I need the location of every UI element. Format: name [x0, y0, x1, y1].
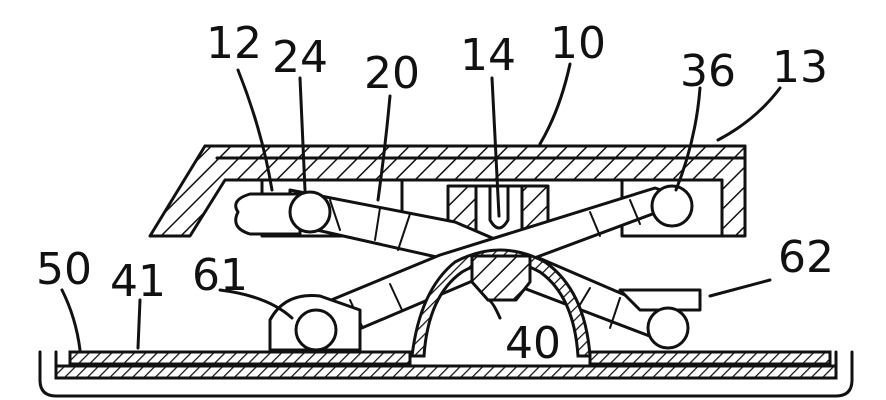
reference-numerals: 12 24 20 14 10 36 13 62 50 41 61 40 — [36, 18, 834, 369]
label-13: 13 — [772, 42, 828, 93]
pivot-pins — [234, 184, 702, 352]
label-36: 36 — [680, 46, 736, 97]
dome-contact-plunger — [470, 254, 532, 302]
label-41: 41 — [110, 256, 166, 307]
leader-lines — [60, 62, 782, 352]
label-20: 20 — [364, 48, 420, 99]
pivot-24 — [288, 190, 332, 234]
pivot-62 — [646, 306, 690, 350]
label-10: 10 — [550, 18, 606, 69]
membrane-41-left — [68, 350, 412, 366]
membrane-41-right — [588, 350, 832, 366]
base-plate-hatching — [54, 364, 838, 380]
pivot-36 — [650, 184, 694, 228]
label-50: 50 — [36, 244, 92, 295]
label-14: 14 — [460, 30, 516, 81]
label-40: 40 — [505, 318, 561, 369]
pivot-61 — [294, 308, 338, 352]
label-62: 62 — [778, 232, 834, 283]
label-61: 61 — [192, 250, 248, 301]
label-24: 24 — [272, 32, 328, 83]
pin-62-shaft — [618, 288, 702, 312]
base-plate-50 — [38, 350, 854, 398]
label-12: 12 — [206, 18, 262, 69]
